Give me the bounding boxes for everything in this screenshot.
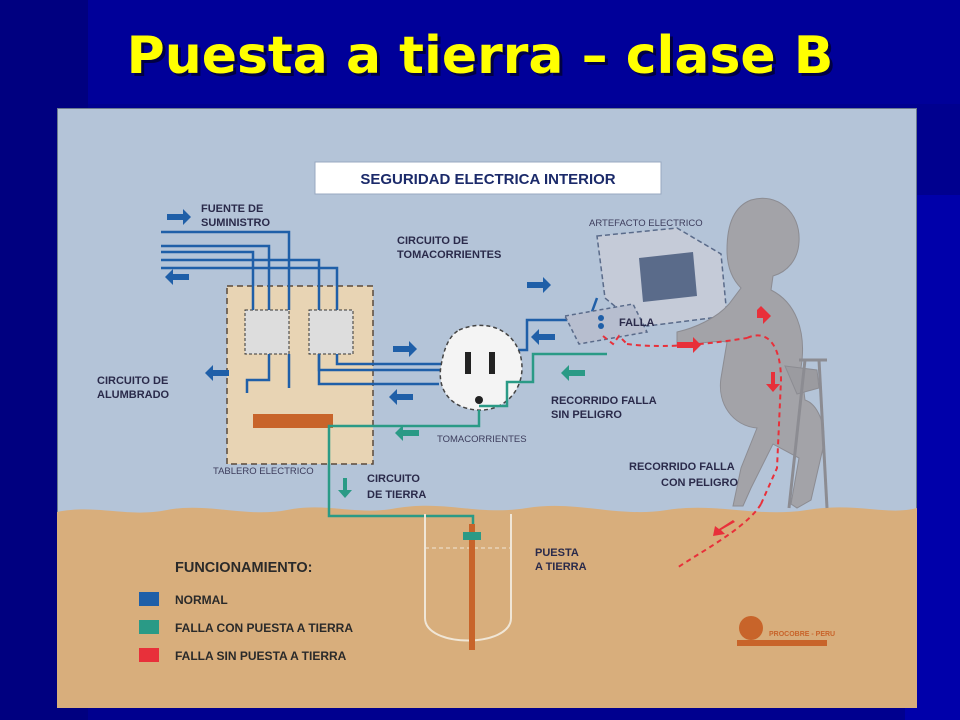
label-recorrido-sin-2: SIN PELIGRO bbox=[551, 409, 622, 421]
legend: FUNCIONAMIENTO: NORMAL FALLA CON PUESTA … bbox=[139, 560, 353, 663]
arrow-toma-out bbox=[389, 389, 413, 405]
label-puesta-2: A TIERRA bbox=[535, 561, 587, 573]
breaker-2 bbox=[308, 309, 354, 355]
arrow-artefacto-in bbox=[527, 277, 551, 293]
artefacto-electrico bbox=[563, 227, 728, 345]
ground-clamp bbox=[463, 532, 481, 540]
ground-rod-pit bbox=[424, 514, 512, 650]
legend-swatch-ground-fault bbox=[139, 620, 159, 634]
label-recorrido-sin-1: RECORRIDO FALLA bbox=[551, 395, 657, 407]
label-alumbrado-2: ALUMBRADO bbox=[97, 389, 170, 401]
danger-path bbox=[602, 334, 783, 569]
normal-arrows bbox=[165, 209, 555, 405]
label-artefacto: ARTEFACTO ELECTRICO bbox=[589, 218, 703, 229]
grounding-diagram: SEGURIDAD ELECTRICA INTERIOR bbox=[56, 107, 918, 709]
arrow-toma-in bbox=[393, 341, 417, 357]
label-recorrido-con-1: RECORRIDO FALLA bbox=[629, 461, 735, 473]
legend-swatch-normal bbox=[139, 592, 159, 606]
arrow-alumbrado bbox=[205, 365, 229, 381]
danger-arrows bbox=[677, 306, 780, 536]
label-circuito-tierra-1: CIRCUITO bbox=[367, 473, 420, 485]
label-brand: PROCOBRE - PERU bbox=[769, 631, 835, 638]
legend-label-normal: NORMAL bbox=[175, 593, 228, 607]
header-box bbox=[314, 161, 662, 195]
label-fuente-2: SUMINISTRO bbox=[201, 217, 271, 229]
label-puesta-1: PUESTA bbox=[535, 547, 579, 559]
label-circuito-toma-1: CIRCUITO DE bbox=[397, 235, 468, 247]
label-circuito-toma-2: TOMACORRIENTES bbox=[397, 249, 501, 261]
label-tablero: TABLERO ELECTRICO bbox=[213, 466, 314, 477]
label-circuito-tierra-2: DE TIERRA bbox=[367, 489, 426, 501]
diagram-header: SEGURIDAD ELECTRICA INTERIOR bbox=[360, 171, 615, 188]
slide-title: Puesta a tierra – clase B bbox=[126, 26, 834, 86]
ground-area bbox=[57, 505, 917, 708]
label-fuente-1: FUENTE DE bbox=[201, 203, 263, 215]
ground-rod bbox=[469, 524, 475, 650]
tomacorriente bbox=[439, 324, 523, 411]
label-falla: FALLA bbox=[619, 317, 654, 329]
ground-bus-bar bbox=[253, 414, 333, 428]
arrow-in bbox=[167, 209, 191, 225]
label-alumbrado-1: CIRCUITO DE bbox=[97, 375, 168, 387]
arrow-artefacto-out bbox=[531, 329, 555, 345]
legend-title: FUNCIONAMIENTO: bbox=[175, 560, 312, 576]
label-recorrido-con-2: CON PELIGRO bbox=[661, 477, 738, 489]
ground-fault-arrows bbox=[338, 365, 585, 498]
legend-swatch-danger bbox=[139, 648, 159, 662]
ground-fault-path bbox=[327, 352, 607, 538]
stool bbox=[787, 358, 829, 509]
label-tomacorrientes: TOMACORRIENTES bbox=[437, 434, 527, 445]
arrow-out bbox=[165, 269, 189, 285]
legend-label-danger: FALLA SIN PUESTA A TIERRA bbox=[175, 649, 347, 663]
breaker-1 bbox=[244, 309, 290, 355]
procobre-logo bbox=[737, 616, 827, 646]
header-band bbox=[0, 0, 960, 104]
legend-label-ground-fault: FALLA CON PUESTA A TIERRA bbox=[175, 621, 353, 635]
